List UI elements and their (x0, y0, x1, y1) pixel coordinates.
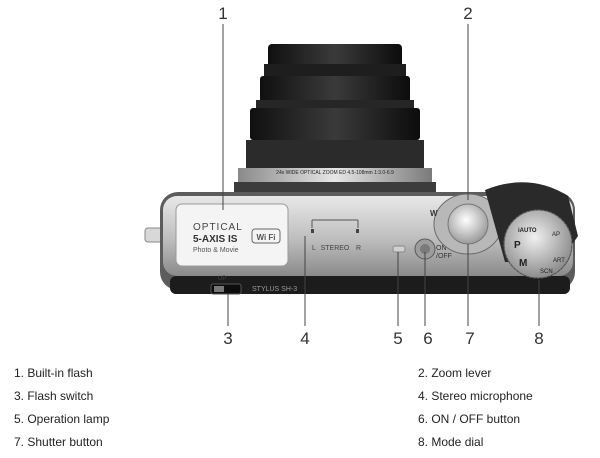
legend-item-5: 5. Operation lamp (14, 412, 110, 426)
legend-item-3: 3. Flash switch (14, 389, 94, 403)
mode-dial-label-ap: AP (552, 232, 560, 238)
mode-dial: P M iAUTO SCN ART AP (485, 182, 578, 279)
lens-barrel: 24x WIDE OPTICAL ZOOM ED 4.5-108mm 1:3.0… (234, 44, 436, 198)
legend-item-7: 7. Shutter button (14, 435, 103, 449)
legend-item-4: 4. Stereo microphone (418, 389, 533, 403)
legend-item-6: 6. ON / OFF button (418, 412, 521, 426)
callout-5: 5 (393, 329, 402, 345)
camera-diagram: 24x WIDE OPTICAL ZOOM ED 4.5-108mm 1:3.0… (144, 4, 578, 345)
stereo-r-label: R (356, 245, 361, 252)
badge-photo-movie: Photo & Movie (193, 247, 239, 254)
zoom-w-label: W (430, 209, 438, 218)
mode-dial-label-iauto: iAUTO (518, 228, 537, 234)
callout-1: 1 (218, 4, 227, 23)
mode-dial-label-art: ART (553, 258, 565, 264)
stereo-l-label: L (312, 245, 316, 252)
shutter-button (447, 203, 489, 245)
mode-dial-label-m: M (519, 258, 527, 269)
badge-optical: OPTICAL (193, 222, 243, 233)
stereo-label: STEREO (321, 245, 350, 252)
built-in-flash: OPTICAL 5-AXIS IS Photo & Movie Wi Fi (175, 203, 289, 267)
mode-dial-label-scn: SCN (540, 269, 553, 275)
badge-5axis: 5-AXIS IS (193, 234, 238, 245)
callout-2: 2 (463, 4, 472, 23)
mode-dial-label-p: P (514, 240, 521, 251)
callout-7: 7 (465, 329, 474, 345)
callout-3: 3 (223, 329, 232, 345)
stereo-microphone: L STEREO R (311, 219, 361, 252)
on-off-label: ON/OFF (436, 245, 452, 260)
flash-switch: UP STYLUS SH-3 (210, 276, 297, 295)
callout-4: 4 (300, 329, 309, 345)
badge-wifi: Wi Fi (256, 233, 275, 242)
wifi-badge (251, 228, 281, 244)
legend: 1. Built-in flash 2. Zoom lever 3. Flash… (0, 362, 600, 458)
lens-text: 24x WIDE OPTICAL ZOOM ED 4.5-108mm 1:3.0… (276, 170, 394, 176)
operation-lamp (392, 245, 406, 253)
legend-item-2: 2. Zoom lever (418, 366, 492, 380)
callout-8: 8 (534, 329, 543, 345)
flash-up-label: UP (218, 276, 226, 282)
legend-item-8: 8. Mode dial (418, 435, 484, 449)
callout-6: 6 (423, 329, 432, 345)
legend-item-1: 1. Built-in flash (14, 366, 93, 380)
model-label: STYLUS SH-3 (252, 286, 297, 293)
